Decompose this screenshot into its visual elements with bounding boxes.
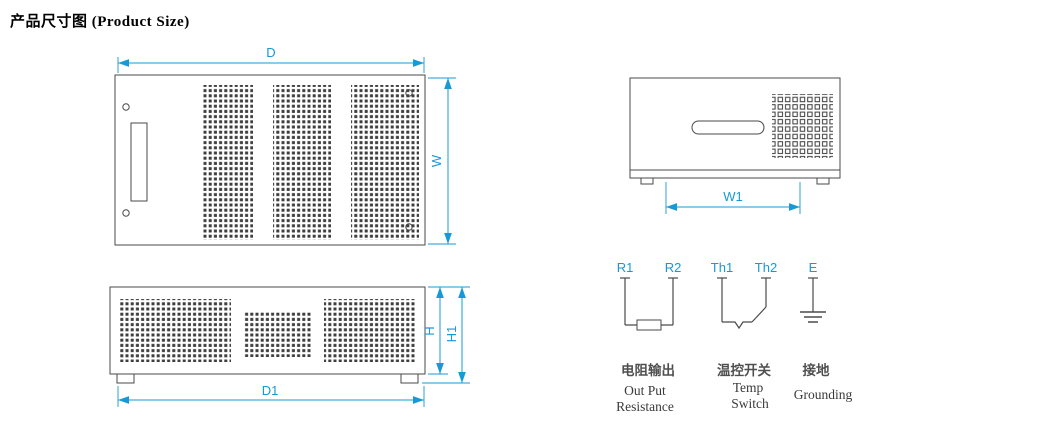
- resistor-label-zh: 电阻输出: [621, 362, 675, 378]
- temp-switch-symbol: [721, 278, 767, 330]
- dim-label-w1: W1: [723, 189, 743, 204]
- dim-label-d: D: [266, 45, 275, 60]
- screw-hole: [122, 103, 130, 111]
- top-view: [114, 74, 426, 246]
- terminal-r1: R1: [617, 260, 634, 275]
- terminal-e: E: [809, 260, 818, 275]
- dim-h1: H1: [422, 287, 470, 384]
- terminal-th1: Th1: [711, 260, 733, 275]
- vent-grid: [119, 299, 231, 362]
- screw-hole: [122, 209, 130, 217]
- dim-label-w: W: [429, 154, 444, 167]
- hole-grid: [772, 94, 833, 158]
- ground-label-zh: 接地: [803, 362, 831, 378]
- schematic: R1 R2 Th1 Th2 E: [616, 260, 852, 414]
- switch-label-zh: 温控开关: [717, 362, 771, 378]
- terminal-th2: Th2: [755, 260, 777, 275]
- handle-slot: [691, 120, 765, 135]
- ground-symbol: [800, 278, 826, 323]
- switch-label-en2: Switch: [731, 396, 769, 411]
- foot-left: [640, 177, 654, 185]
- side-view: [629, 77, 841, 185]
- resistor-label-en1: Out Put: [624, 383, 666, 398]
- dim-d1: D1: [117, 383, 425, 407]
- top-view-slot: [130, 122, 148, 202]
- resistor-label-en2: Resistance: [616, 399, 674, 414]
- foot-right: [400, 373, 419, 384]
- dim-label-d1: D1: [262, 383, 279, 398]
- front-view: [109, 286, 426, 384]
- switch-label-en1: Temp: [733, 380, 764, 395]
- foot-right: [816, 177, 830, 185]
- dim-w1: W1: [665, 182, 801, 214]
- vent-grid: [324, 299, 416, 362]
- page-title: 产品尺寸图 (Product Size): [10, 14, 190, 30]
- dim-label-h: H: [422, 326, 437, 335]
- foot-left: [116, 373, 135, 384]
- vent-grid: [243, 312, 311, 357]
- dim-w: W: [428, 77, 456, 245]
- dim-d: D: [117, 45, 425, 73]
- vent-grid: [351, 85, 419, 240]
- vent-grid: [273, 85, 331, 240]
- terminal-r2: R2: [665, 260, 682, 275]
- resistor-symbol: [624, 278, 674, 331]
- vent-grid: [203, 85, 253, 240]
- ground-label-en: Grounding: [794, 387, 853, 402]
- dim-label-h1: H1: [444, 326, 459, 343]
